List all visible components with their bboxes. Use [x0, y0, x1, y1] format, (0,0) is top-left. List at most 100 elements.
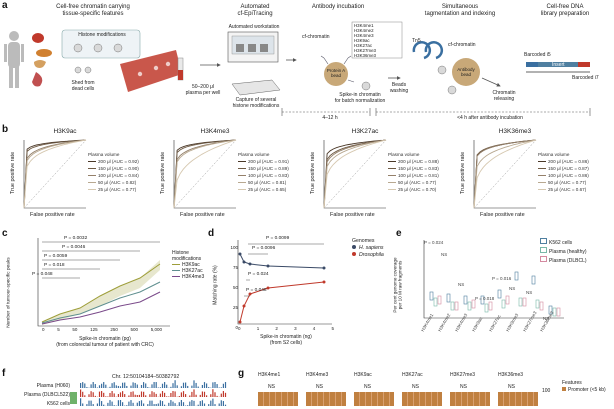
- track-bar: [202, 385, 203, 388]
- legend-swatch: [88, 161, 96, 162]
- legend-k562: K562 cells: [540, 238, 587, 247]
- panel-d-xlabel: Spike-in chromatin (ng) (from S2 cells): [238, 334, 334, 346]
- box-mark: [472, 300, 475, 308]
- roc-legend-item: 150 μl (AUC = 0.89): [238, 166, 289, 171]
- ytick-d-75: 75: [226, 258, 238, 278]
- g-ns-label: NS: [412, 384, 419, 390]
- track-bar: [164, 393, 165, 397]
- box-mark: [485, 304, 488, 312]
- track-bar: [122, 383, 123, 388]
- organ-icons: [32, 33, 52, 87]
- legend-swatch: [238, 175, 246, 176]
- beads-washing-line-2: washing: [384, 88, 414, 94]
- panel-d-yticks: 100 75 50 25 0: [226, 238, 238, 338]
- roc-legend-item: 25 μl (AUC = 0.70): [388, 187, 436, 192]
- box-mark: [536, 300, 539, 308]
- track-bar: [181, 392, 182, 397]
- track-bar: [122, 402, 123, 406]
- ytick-d-100: 100: [226, 238, 238, 258]
- track-bar: [202, 391, 203, 397]
- antibody-bead-label: Antibody bead: [452, 67, 480, 77]
- legend-label: 50 μl (AUC = 0.81): [248, 180, 286, 185]
- track-bar: [196, 383, 197, 388]
- panel-c-legend: Histone modifications H3K9ac H3K27ac H3K…: [172, 250, 204, 280]
- box-mark: [515, 272, 518, 280]
- track-bar: [135, 383, 136, 388]
- track-bar: [175, 380, 176, 388]
- pvalue-d-1: P = 0.0099: [266, 236, 289, 241]
- g-column-header: H3K4me3: [306, 372, 328, 378]
- track-bar: [147, 404, 148, 406]
- g-column-header: H3K36me3: [498, 372, 523, 378]
- legend-swatch: [88, 189, 96, 190]
- track-bar: [206, 383, 207, 388]
- track-bar: [162, 401, 163, 406]
- legend-label: 25 μl (AUC = 0.67): [548, 187, 586, 192]
- track-bar: [160, 387, 161, 388]
- track-bar: [91, 401, 92, 406]
- track-bar: [101, 401, 102, 406]
- roc-xlabel: False positive rate: [180, 212, 225, 218]
- track-bar: [225, 382, 226, 388]
- roc-legend-title: Plasma volume: [388, 152, 419, 157]
- track-bar: [107, 396, 108, 397]
- panel-g-legend: Features Promoter (<5 kb): [562, 380, 606, 394]
- track-bar: [198, 387, 199, 388]
- track-bar: [114, 405, 115, 406]
- panel-c-xlabel: Spike-in chromatin (pg) (from colorectal…: [40, 336, 170, 348]
- box-mark: [502, 300, 505, 308]
- legend-h-sapiens-label: H. sapiens: [359, 245, 384, 251]
- legend-plasma-dlbcl-label: Plasma (DLBCL): [549, 258, 587, 264]
- track-bar: [133, 382, 134, 388]
- beads-washing-label: Beads washing: [384, 82, 414, 94]
- antibody-bead-line-2: bead: [452, 72, 480, 77]
- annotation-e: P = 0.018: [475, 296, 494, 301]
- g-ns-label: NS: [316, 384, 323, 390]
- track-bar: [221, 394, 222, 397]
- roc-legend-item: 25 μl (AUC = 0.67): [538, 187, 586, 192]
- box-mark: [532, 276, 535, 284]
- track-bar: [170, 400, 171, 406]
- track-bar: [126, 386, 127, 388]
- legend-drosophila-label: Drosophila: [359, 252, 384, 258]
- annotation-e: NS: [441, 252, 447, 257]
- track-bar: [145, 383, 146, 388]
- legend-swatch: [388, 175, 396, 176]
- annotation-e: NS: [458, 282, 464, 287]
- legend-label: 150 μl (AUC = 0.87): [548, 166, 589, 171]
- track-bar: [97, 387, 98, 388]
- g-feature-bar: [450, 392, 490, 406]
- track-bar: [137, 385, 138, 388]
- legend-label: 100 μl (AUC = 0.86): [548, 173, 589, 178]
- annotation-e: NS: [543, 316, 549, 321]
- legend-plasma-dlbcl: Plasma (DLBCL): [540, 256, 587, 265]
- track-bar: [151, 401, 152, 406]
- ytick-d-25: 25: [226, 298, 238, 318]
- shed-label: Shed from dead cells: [63, 80, 103, 92]
- g-ns-label: NS: [268, 384, 275, 390]
- track-bar: [151, 384, 152, 388]
- track-bar: [141, 400, 142, 406]
- track-bar: [103, 382, 104, 388]
- box-mark: [557, 308, 560, 316]
- box-mark: [506, 296, 509, 304]
- legend-label: 150 μl (AUC = 0.83): [398, 166, 439, 171]
- track-bar: [147, 387, 148, 388]
- g-ns-label: NS: [364, 384, 371, 390]
- roc-title: H3K9ac: [30, 128, 100, 135]
- panel-d-ylabel: Matching rate (%): [213, 265, 219, 304]
- legend-swatch: [238, 189, 246, 190]
- box-mark: [438, 296, 441, 304]
- track-bar: [202, 400, 203, 406]
- track-bar: [162, 391, 163, 397]
- xtick-d-5: 5: [331, 326, 334, 331]
- track-bar: [156, 404, 157, 406]
- track-bar: [86, 387, 87, 388]
- box-mark: [468, 302, 471, 310]
- track-bar: [133, 403, 134, 406]
- track-bar: [122, 391, 123, 397]
- well-plate-icon: [232, 80, 280, 95]
- legend-swatch: [88, 175, 96, 176]
- track-bar: [168, 403, 169, 406]
- legend-swatch: [238, 161, 246, 162]
